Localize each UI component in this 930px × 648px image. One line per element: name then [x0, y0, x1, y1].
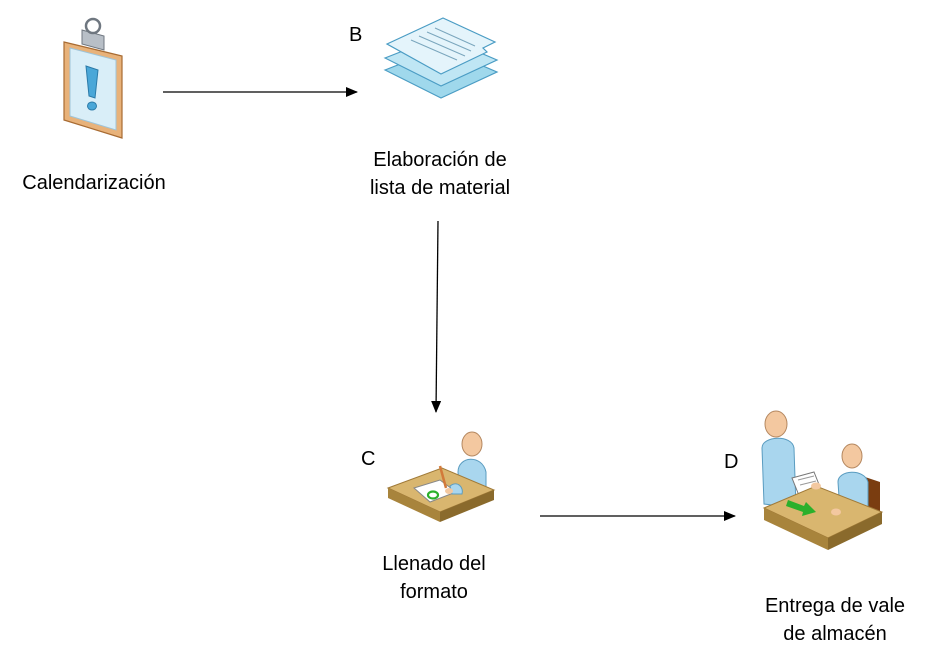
node-d-label: Entrega de vale de almacén: [740, 592, 930, 648]
node-b-label: Elaboración de lista de material: [340, 146, 540, 202]
node-b-letter: B: [349, 24, 363, 46]
node-a-label: Calendarización: [22, 172, 166, 194]
node-b-label-line2: lista de material: [369, 177, 511, 199]
clipboard-alert-icon: [62, 12, 124, 140]
node-c-label-line2: formato: [400, 581, 468, 603]
document-stack-icon: [383, 12, 501, 104]
node-d-label-line2: de almacén: [783, 623, 887, 645]
node-b-label-line1: Elaboración de: [373, 149, 507, 171]
node-c-label: Llenado del formato: [336, 550, 532, 606]
arrow-b-to-c: [431, 220, 442, 413]
node-d-letter: D: [724, 451, 739, 473]
node-d-label-line1: Entrega de vale: [764, 595, 906, 617]
node-c-letter: C: [361, 448, 376, 470]
people-handing-document-icon: [754, 408, 886, 552]
person-writing-form-icon: [386, 428, 496, 528]
node-c-label-line1: Llenado del: [382, 553, 486, 575]
